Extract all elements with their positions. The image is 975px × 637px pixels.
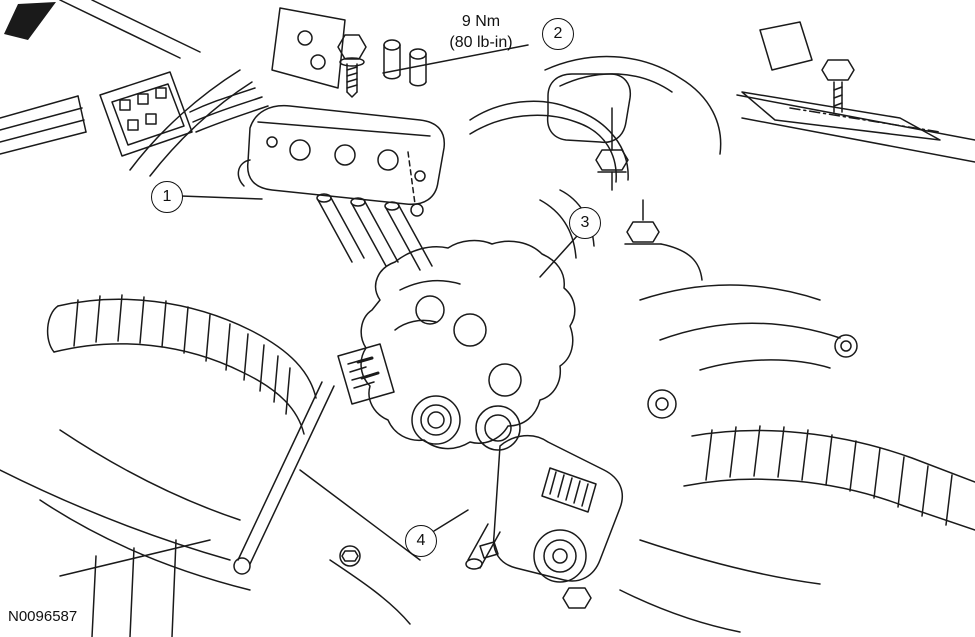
torque-value: 9 Nm <box>461 13 501 30</box>
torque-note: 9 Nm (80 lb-in) <box>421 11 541 53</box>
torque-value-imperial: (80 lb-in) <box>449 34 513 51</box>
callout-leader-lines <box>180 44 578 532</box>
engine-block-lines <box>0 284 858 637</box>
lower-coil-connector <box>465 434 624 609</box>
mounting-bolt-icon <box>337 34 427 98</box>
figure-id-label: N0096587 <box>8 608 78 625</box>
right-panel <box>736 21 975 163</box>
callout-1-number: 1 <box>162 188 172 205</box>
callout-2-number: 2 <box>553 25 563 42</box>
frame-rail-upper-left <box>0 0 346 177</box>
callout-3-number: 3 <box>580 214 590 231</box>
ignition-coil <box>337 239 576 451</box>
callout-4: 4 <box>405 525 437 557</box>
callout-3: 3 <box>569 207 601 239</box>
callout-2: 2 <box>542 18 574 50</box>
callout-4-number: 4 <box>416 532 426 549</box>
callout-1: 1 <box>151 181 183 213</box>
corrugated-hose-left <box>46 294 317 435</box>
wiring-connector <box>99 71 269 157</box>
coil-bracket <box>237 104 446 271</box>
corrugated-duct-right <box>683 425 975 531</box>
stud-and-nuts <box>595 107 703 281</box>
